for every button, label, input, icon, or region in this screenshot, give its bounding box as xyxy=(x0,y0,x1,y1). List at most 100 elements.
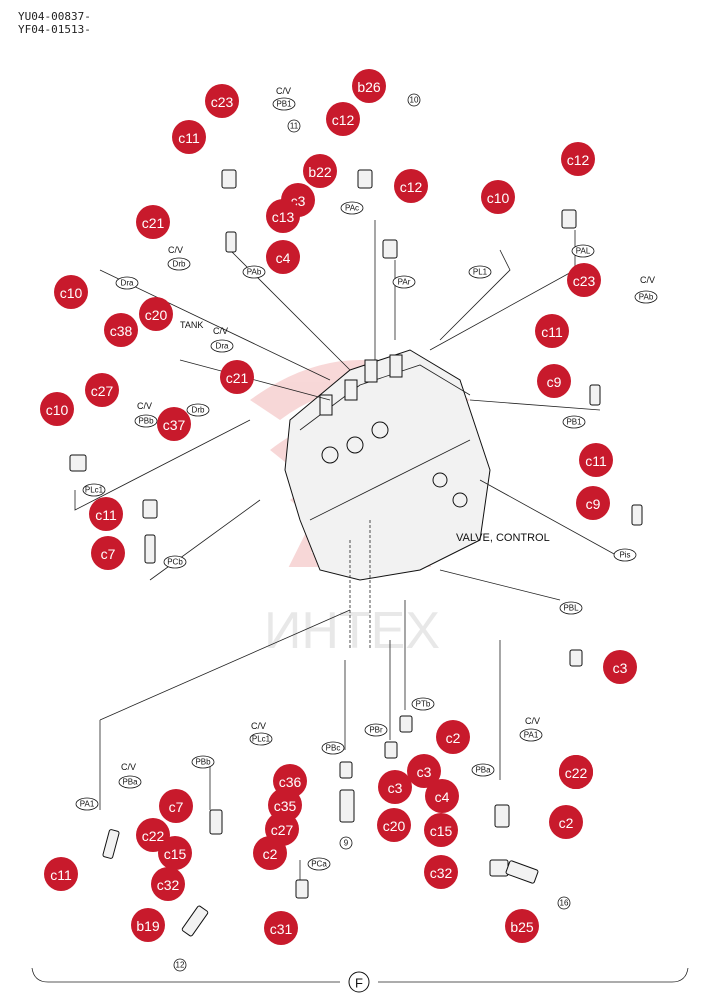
port-label-Pis: Pis xyxy=(613,548,637,562)
port-label-PBa: PBa xyxy=(118,775,142,789)
port-label-PBL: PBL xyxy=(559,601,583,615)
callout-c23: c23 xyxy=(567,263,601,297)
svg-text:PAL: PAL xyxy=(576,247,591,256)
check-valve-label: C/V xyxy=(121,762,136,772)
svg-text:c23: c23 xyxy=(573,273,596,289)
document-header: YU04-00837- YF04-01513- xyxy=(18,10,91,36)
fittings xyxy=(69,169,643,937)
svg-text:PCb: PCb xyxy=(167,558,183,567)
check-valve-label: C/V xyxy=(525,716,540,726)
svg-text:c2: c2 xyxy=(559,815,574,831)
svg-text:c12: c12 xyxy=(400,179,423,195)
svg-text:Drb: Drb xyxy=(173,260,186,269)
callout-c31: c31 xyxy=(264,911,298,945)
svg-text:c11: c11 xyxy=(50,867,72,883)
svg-text:c37: c37 xyxy=(163,417,186,433)
port-label-Drb: Drb xyxy=(186,403,210,417)
callout-c15: c15 xyxy=(158,836,192,870)
serial-range-1: YU04-00837- xyxy=(18,10,91,23)
callout-c10: c10 xyxy=(481,180,515,214)
callout-c7: c7 xyxy=(91,536,125,570)
port-label-PCa: PCa xyxy=(307,857,331,871)
port-label-PBb: PBb xyxy=(134,414,158,428)
tank-label: TANK xyxy=(180,320,203,330)
svg-text:c21: c21 xyxy=(226,370,249,386)
svg-text:c3: c3 xyxy=(613,660,628,676)
serial-range-2: YF04-01513- xyxy=(18,23,91,36)
port-label-PTb: PTb xyxy=(411,697,435,711)
svg-text:c11: c11 xyxy=(95,507,117,523)
svg-text:c21: c21 xyxy=(142,215,165,231)
svg-text:PCa: PCa xyxy=(311,860,327,869)
svg-text:c9: c9 xyxy=(547,374,562,390)
callout-c21: c21 xyxy=(136,205,170,239)
port-label-PAc: PAc xyxy=(340,201,364,215)
svg-text:10: 10 xyxy=(410,96,419,105)
callout-b22: b22 xyxy=(303,154,337,188)
callout-c7: c7 xyxy=(159,789,193,823)
callout-c11: c11 xyxy=(535,314,569,348)
svg-text:c2: c2 xyxy=(446,730,461,746)
port-label-Dra: Dra xyxy=(115,276,139,290)
svg-text:c13: c13 xyxy=(272,209,295,225)
svg-text:c38: c38 xyxy=(110,323,133,339)
svg-text:c20: c20 xyxy=(145,307,168,323)
check-valve-label: C/V xyxy=(137,401,152,411)
svg-text:c11: c11 xyxy=(178,130,200,146)
check-valve-label: C/V xyxy=(276,86,291,96)
callout-c27: c27 xyxy=(85,373,119,407)
port-label-PBr: PBr xyxy=(364,723,388,737)
svg-text:c4: c4 xyxy=(435,789,450,805)
callout-c20: c20 xyxy=(139,297,173,331)
svg-text:b22: b22 xyxy=(308,164,332,180)
svg-text:c31: c31 xyxy=(270,921,293,937)
callout-c2: c2 xyxy=(549,805,583,839)
callout-c3: c3 xyxy=(603,650,637,684)
svg-text:c27: c27 xyxy=(271,822,294,838)
callout-c10: c10 xyxy=(54,275,88,309)
svg-text:PBb: PBb xyxy=(195,758,211,767)
callout-b25: b25 xyxy=(505,909,539,943)
circled-number-9: 9 xyxy=(339,836,353,850)
svg-text:PBa: PBa xyxy=(475,766,491,775)
callout-c12: c12 xyxy=(326,102,360,136)
port-label-PB1: PB1 xyxy=(562,415,586,429)
svg-text:c10: c10 xyxy=(60,285,83,301)
svg-text:Dra: Dra xyxy=(216,342,229,351)
callout-c32: c32 xyxy=(151,867,185,901)
section-bracket: F xyxy=(31,967,689,993)
svg-text:PAc: PAc xyxy=(345,204,359,213)
callout-c11: c11 xyxy=(172,120,206,154)
callout-c38: c38 xyxy=(104,313,138,347)
svg-text:c22: c22 xyxy=(142,828,165,844)
callout-c11: c11 xyxy=(579,443,613,477)
svg-text:c22: c22 xyxy=(565,765,588,781)
svg-text:Pis: Pis xyxy=(619,551,630,560)
svg-text:PB1: PB1 xyxy=(566,418,582,427)
callout-c10: c10 xyxy=(40,392,74,426)
check-valve-label: C/V xyxy=(168,245,183,255)
svg-text:Dra: Dra xyxy=(121,279,134,288)
callout-b19: b19 xyxy=(131,908,165,942)
svg-text:c9: c9 xyxy=(586,496,601,512)
svg-text:PLc1: PLc1 xyxy=(252,735,271,744)
port-label-PAb: PAb xyxy=(242,265,266,279)
port-label-PBb: PBb xyxy=(191,755,215,769)
callout-c11: c11 xyxy=(44,857,78,891)
svg-text:b26: b26 xyxy=(357,79,381,95)
callout-c3: c3 xyxy=(407,754,441,788)
port-label-Dra: Dra xyxy=(210,339,234,353)
callout-c37: c37 xyxy=(157,407,191,441)
callout-c4: c4 xyxy=(425,779,459,813)
callout-c21: c21 xyxy=(220,360,254,394)
svg-text:c2: c2 xyxy=(263,846,278,862)
svg-text:c20: c20 xyxy=(383,818,406,834)
svg-text:PAr: PAr xyxy=(398,278,411,287)
svg-text:c32: c32 xyxy=(157,877,180,893)
svg-text:PA1: PA1 xyxy=(80,800,95,809)
circled-number-11: 11 xyxy=(287,119,301,133)
check-valve-label: C/V xyxy=(251,721,266,731)
svg-text:Drb: Drb xyxy=(192,406,205,415)
svg-text:c10: c10 xyxy=(46,402,69,418)
